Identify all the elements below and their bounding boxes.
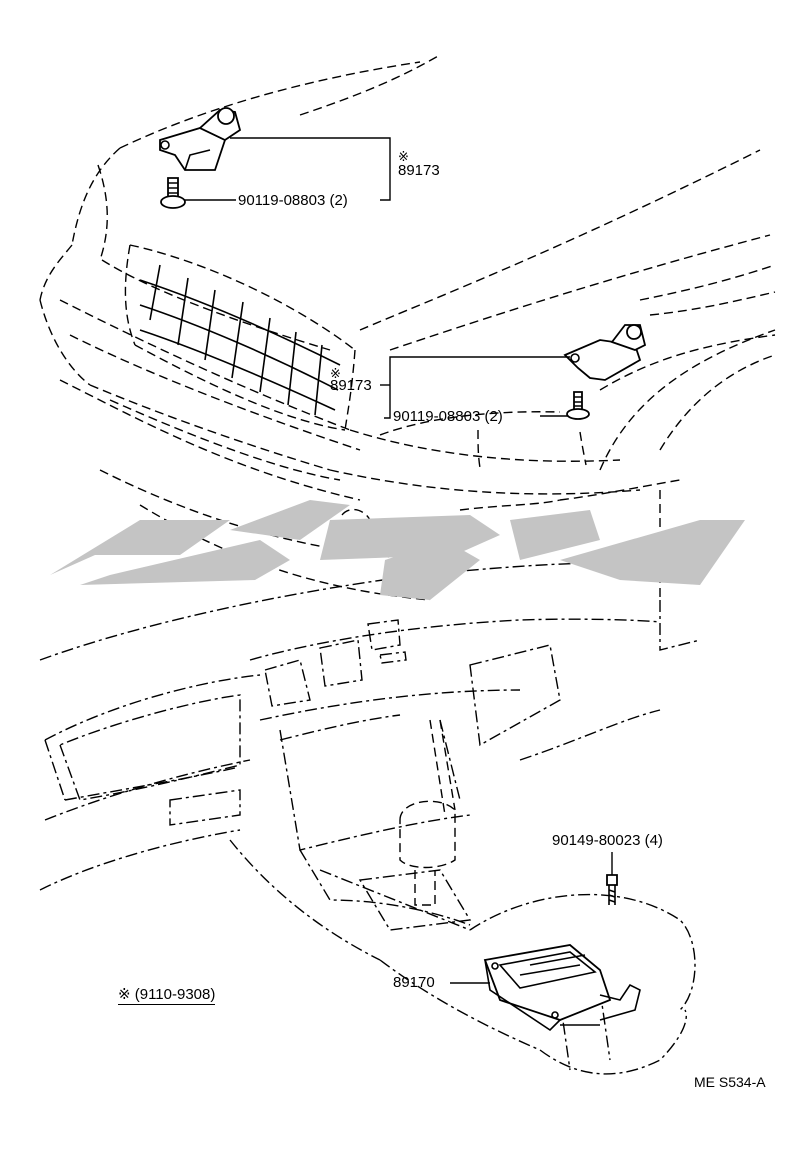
part-number-label: 89170 [393,974,435,991]
front-sensor-middle [563,324,647,381]
car-front-outline [39,54,776,601]
front-sensor-upper [159,107,242,171]
part-number-label: 89173 [330,377,372,394]
bolt-upper [160,177,186,209]
bolt-middle [566,391,590,420]
watermark-logo [50,500,745,600]
bolt-part-number-label: 90119-08803 (2) [238,192,348,209]
reference-code: ME S534-A [694,1074,766,1090]
shift-lever [399,719,456,906]
leader-lines [184,137,613,984]
asterisk-mark-middle: ※ [330,367,341,382]
grille [124,244,356,431]
part-number-label: 89173 [398,162,440,179]
bolt-lower [606,874,618,905]
asterisk-mark-upper: ※ [398,150,409,165]
bolt-part-number-label: 90119-08803 (2) [393,408,503,425]
applicability-note: ※ (9110-9308) [118,986,216,1005]
bolt-part-number-label: 90149-80023 (4) [552,832,663,849]
center-airbag-sensor [483,944,641,1032]
